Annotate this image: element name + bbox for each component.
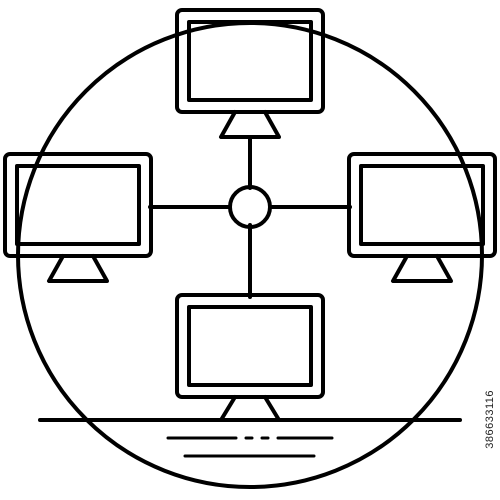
ground-dashes (166, 436, 334, 458)
top-monitor-icon (175, 8, 325, 139)
right-monitor-icon (347, 152, 497, 283)
left-monitor-icon (3, 152, 153, 283)
stock-id-watermark: 386633116 (484, 390, 496, 449)
network-hub-icon (228, 185, 272, 229)
network-connectors (148, 135, 352, 299)
bottom-monitor-icon (175, 293, 325, 422)
